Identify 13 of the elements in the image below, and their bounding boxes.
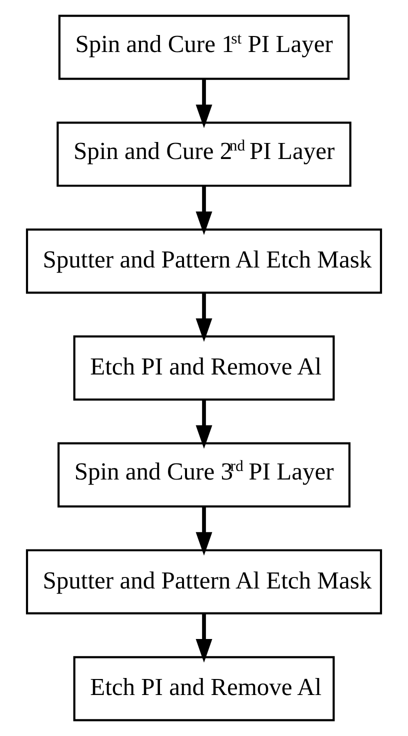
arrow: [196, 506, 212, 556]
arrow: [196, 292, 212, 342]
node-box: Sputter and Pattern Al Etch Mask: [26, 228, 382, 294]
arrow: [196, 400, 212, 449]
arrow: [196, 613, 212, 663]
node-box: Spin and Cure 3$^{rd}$ PI Layer: [58, 442, 350, 508]
node-box: Etch PI and Remove Al: [73, 335, 335, 401]
node-box: Etch PI and Remove Al: [73, 656, 335, 722]
node-box: Sputter and Pattern Al Etch Mask: [26, 549, 382, 614]
node-box: Spin and Cure 2$^{nd}$ PI Layer: [56, 122, 352, 187]
arrow: [196, 78, 212, 128]
node-box: Spin and Cure 1$^{st}$ PI Layer: [58, 14, 350, 80]
arrow: [196, 186, 212, 235]
